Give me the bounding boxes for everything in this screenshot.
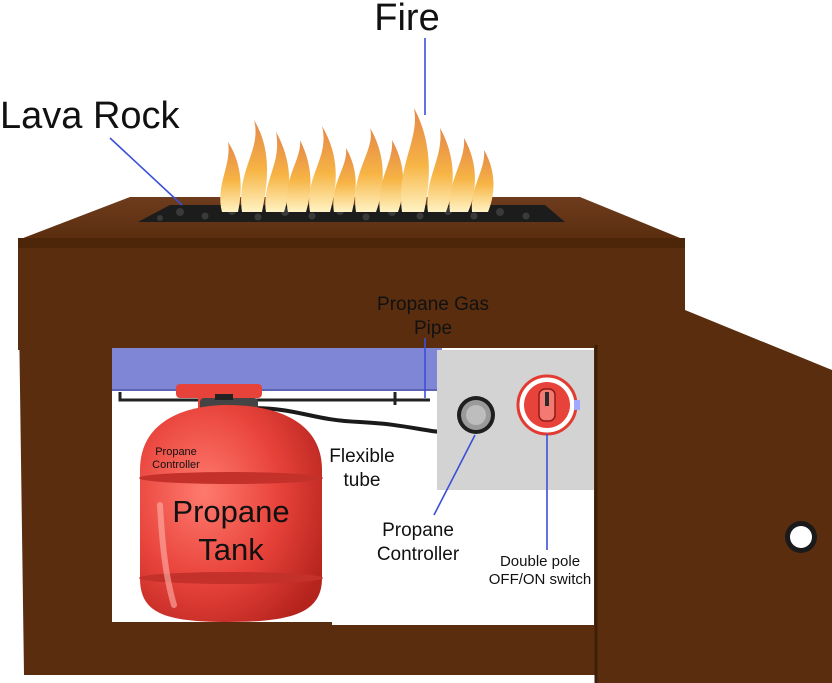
controller-leader: [433, 434, 476, 516]
controller-label-line2: Controller: [377, 544, 460, 565]
lava-rock-label: Lava Rock: [0, 95, 181, 137]
cabinet-left-leg: [18, 245, 110, 675]
controller-label-line1: Propane: [382, 520, 454, 541]
switch-label-line2: OFF/ON switch: [489, 571, 592, 588]
tank-label-line1: Propane: [172, 494, 289, 529]
propane-gas-pipe: [112, 348, 442, 390]
leader-lines: [109, 38, 548, 550]
fire-flames: [220, 108, 494, 212]
fire-label: Fire: [374, 0, 439, 39]
tank-shelf: [112, 622, 332, 644]
flexible-tube-label-line1: Flexible: [329, 446, 394, 467]
pipe-fittings: [118, 392, 430, 405]
lava-rock-pebbles: [157, 207, 530, 221]
flexible-tube: [249, 406, 441, 434]
switch-icon[interactable]: [516, 374, 580, 436]
gas-pipe-label-line1: Propane Gas: [377, 294, 489, 315]
tank-controller-label-line2: Controller: [152, 459, 200, 471]
gas-pipe-label-line2: Pipe: [414, 318, 452, 339]
door-latch-icon[interactable]: [785, 521, 817, 553]
flexible-tube-label-line2: tube: [344, 470, 381, 491]
tank-controller-label-line1: Propane: [155, 446, 197, 458]
knob-icon[interactable]: [457, 396, 495, 434]
propane-tank: [139, 384, 323, 622]
lava-rock-leader: [109, 137, 183, 206]
cabinet-door[interactable]: [596, 310, 832, 683]
switch-label-line1: Double pole: [500, 553, 580, 570]
tank-label-line2: Tank: [198, 532, 264, 567]
cabinet-top-edge: [18, 238, 685, 248]
